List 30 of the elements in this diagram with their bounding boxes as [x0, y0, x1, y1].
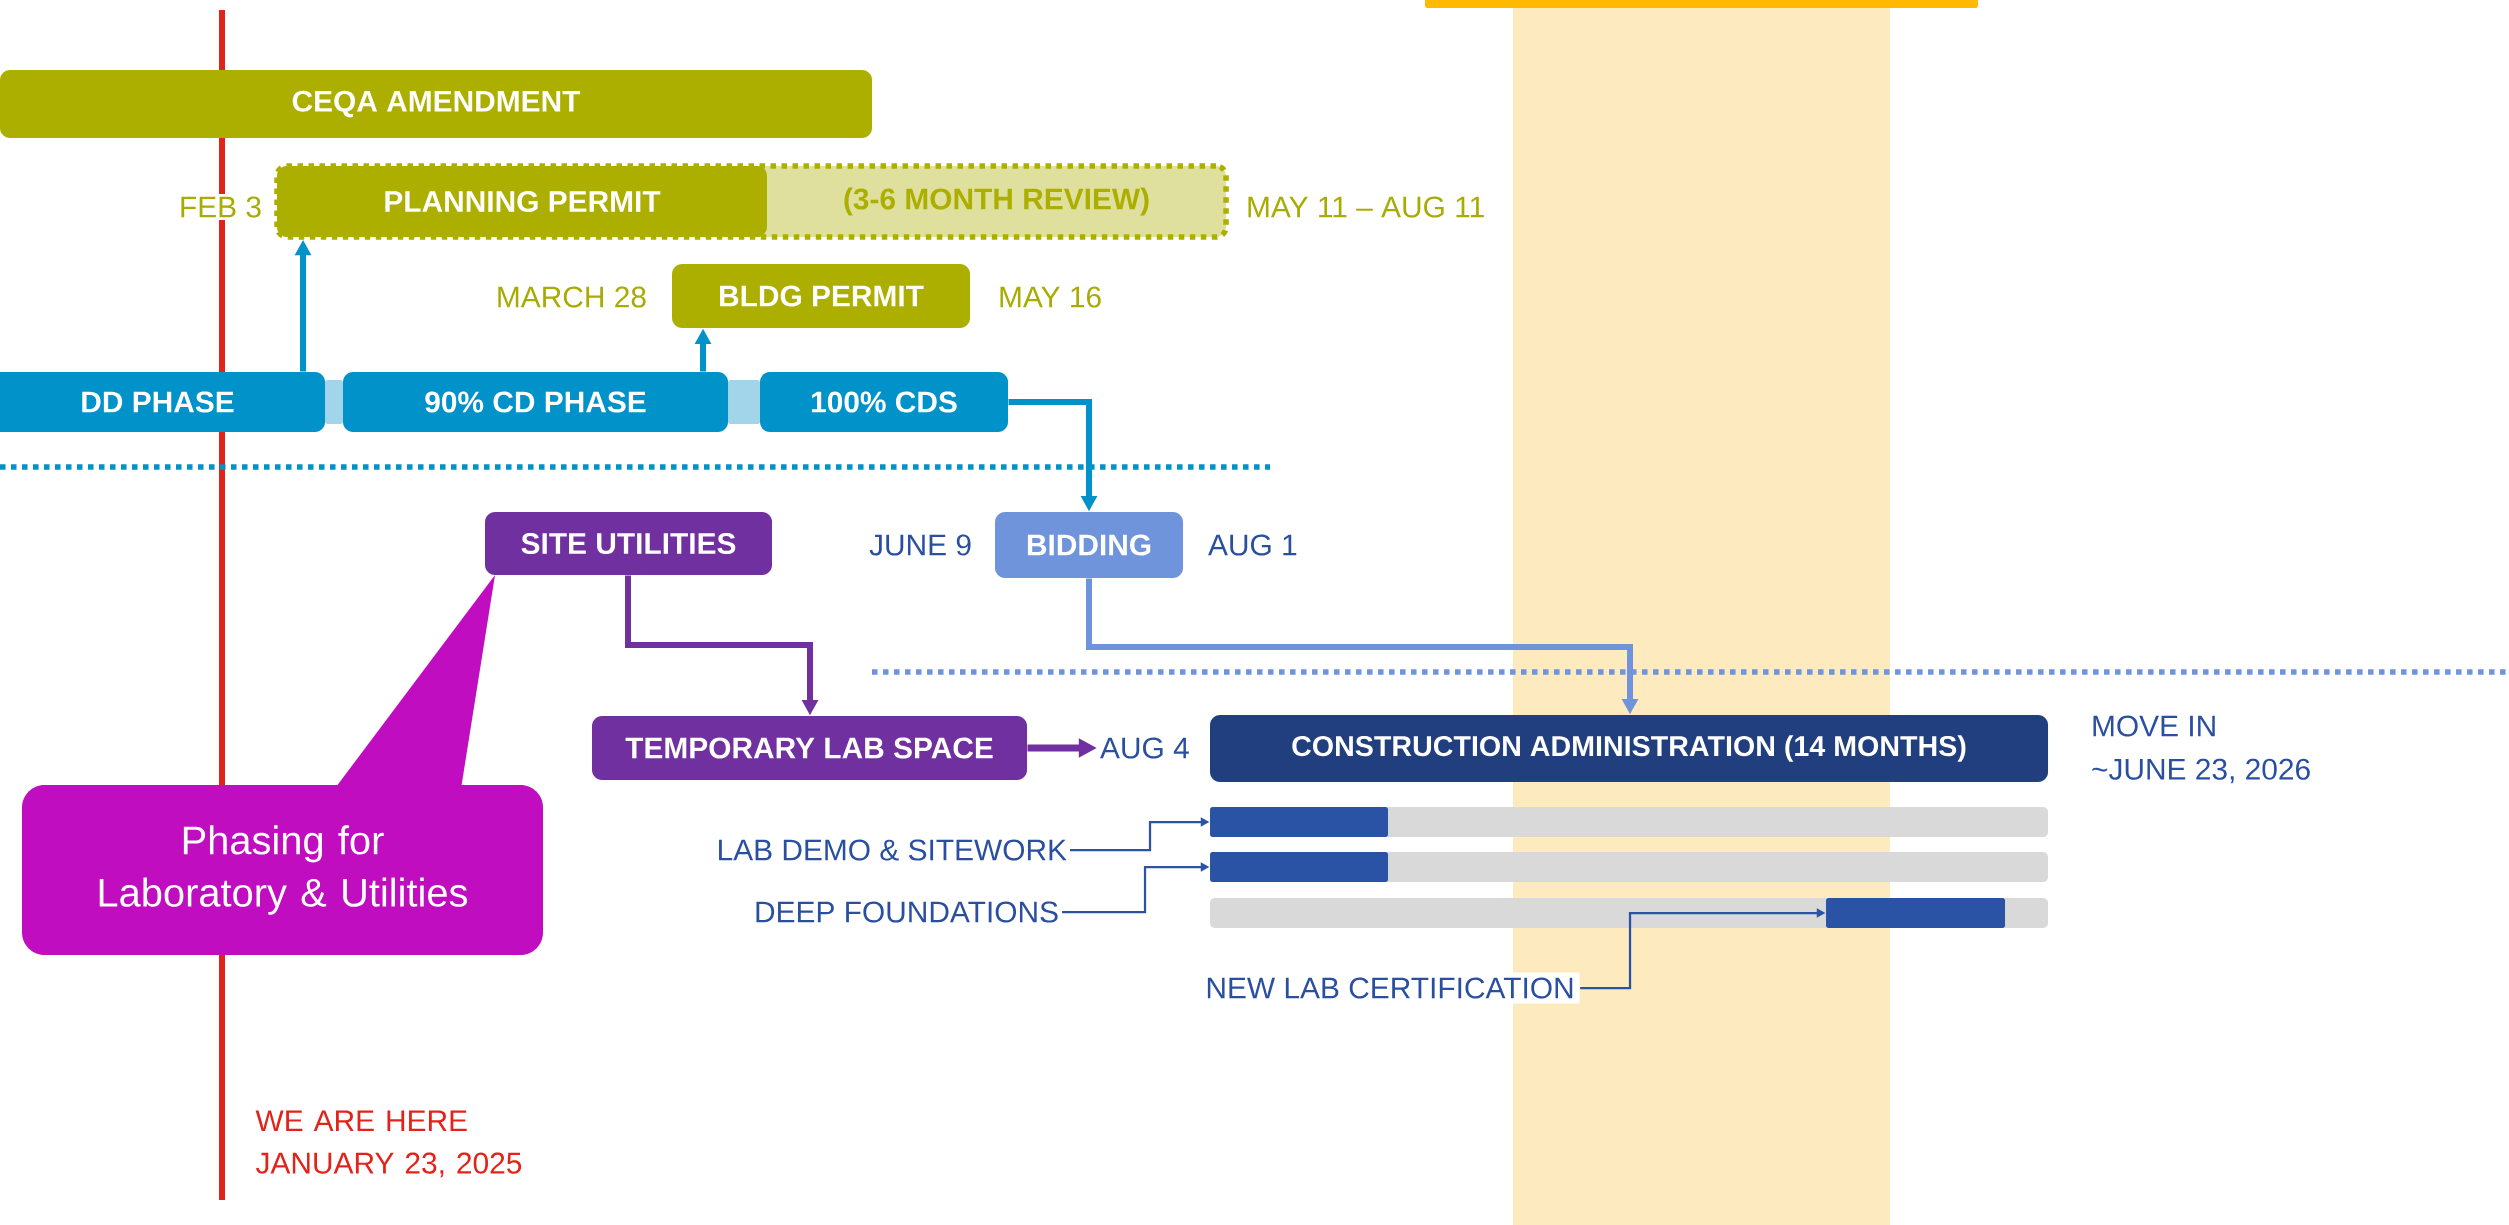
timeline-band: [728, 380, 760, 424]
timeline-band: [325, 380, 343, 424]
phase-bar: DD PHASE: [0, 372, 325, 432]
task-label: DEEP FOUNDATIONS: [756, 901, 1058, 923]
phase-bar: 90% CD PHASE: [343, 372, 728, 432]
progress-bar: [1826, 898, 2005, 928]
date-label: ~JUNE 23, 2026: [2088, 756, 2314, 786]
date-label: MAY 16: [995, 283, 1105, 311]
note-text: WE ARE HERE JANUARY 23, 2025: [255, 1110, 522, 1178]
task-bar: BLDG PERMIT: [672, 264, 970, 328]
progress-bar: [1210, 852, 1388, 882]
permit-bar: PLANNING PERMIT (3-6 MONTH REVIEW): [274, 163, 1229, 240]
date-label: FEB 3: [176, 193, 265, 221]
progress-bar: [1210, 807, 1388, 837]
task-bar: SITE UTILITIES: [485, 512, 772, 575]
task-label: NEW LAB CERTIFICATION: [1200, 972, 1580, 1004]
task-bar: CONSTRUCTION ADMINISTRATION (14 MONTHS): [1210, 715, 2049, 782]
bar: [1425, 0, 1979, 8]
date-label: MAY 11 – AUG 11: [1243, 193, 1488, 221]
task-bar: CEQA AMENDMENT: [0, 70, 873, 138]
date-label: AUG 4: [1100, 737, 1189, 759]
task-bar: TEMPORARY LAB SPACE: [592, 716, 1028, 780]
date-label: AUG 1: [1205, 531, 1301, 559]
date-label: MARCH 28: [493, 283, 650, 311]
task-label: LAB DEMO & SITEWORK: [719, 839, 1067, 861]
callout-box: Phasing for Laboratory & Utilities: [22, 575, 543, 955]
phase-bar: 100% CDS: [760, 372, 1008, 432]
date-label: MOVE IN: [2088, 712, 2220, 740]
date-label: JUNE 9: [866, 531, 975, 559]
task-bar: BIDDING: [995, 512, 1183, 578]
